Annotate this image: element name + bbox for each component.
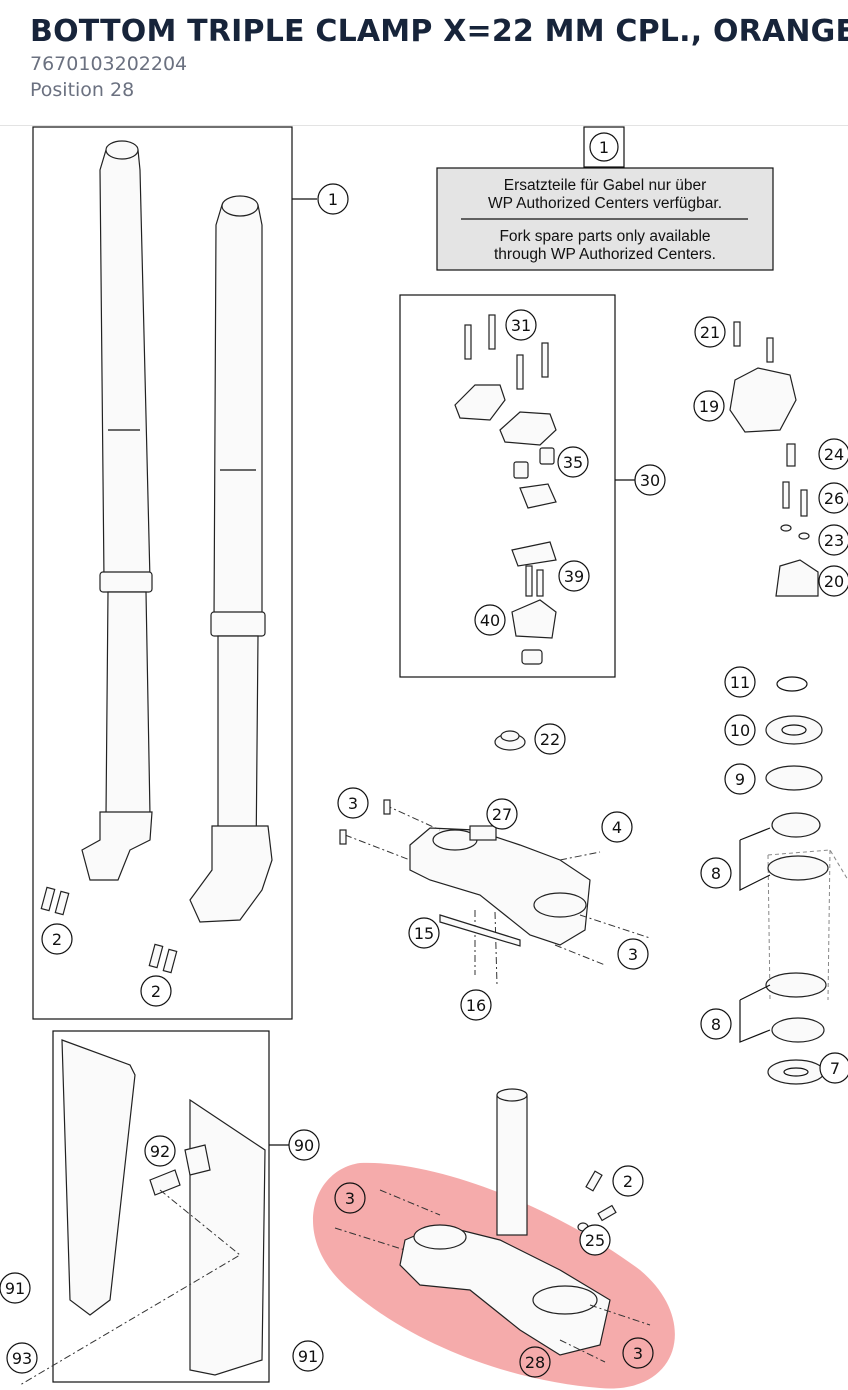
callout-24[interactable]: 24 [818, 438, 848, 470]
callout-11[interactable]: 11 [724, 666, 756, 698]
callout-21[interactable]: 21 [694, 316, 726, 348]
svg-text:23: 23 [824, 531, 844, 550]
callout-40[interactable]: 40 [474, 604, 506, 636]
svg-text:39: 39 [564, 567, 584, 586]
svg-text:91: 91 [5, 1279, 25, 1298]
callout-15[interactable]: 15 [408, 917, 440, 949]
callout-19[interactable]: 19 [693, 390, 725, 422]
svg-text:15: 15 [414, 924, 434, 943]
svg-text:16: 16 [466, 996, 486, 1015]
note-en-line1: Fork spare parts only available [499, 228, 710, 245]
svg-text:31: 31 [511, 316, 531, 335]
callout-20[interactable]: 20 [818, 565, 848, 597]
callout-note-1[interactable]: 1 [589, 132, 619, 162]
callout-4[interactable]: 4 [601, 811, 633, 843]
svg-text:9: 9 [735, 770, 745, 789]
callout-90[interactable]: 90 [288, 1129, 320, 1161]
position-label: Position 28 [30, 79, 135, 101]
note-de-line1: Ersatzteile für Gabel nur über [504, 177, 706, 194]
svg-text:26: 26 [824, 489, 844, 508]
callout-30[interactable]: 30 [634, 464, 666, 496]
svg-text:1: 1 [599, 138, 609, 157]
callout-92[interactable]: 92 [144, 1135, 176, 1167]
callout-39[interactable]: 39 [558, 560, 590, 592]
steering-parts-group [729, 321, 848, 1085]
callout-2[interactable]: 2 [41, 923, 73, 955]
svg-text:35: 35 [563, 453, 583, 472]
svg-text:10: 10 [730, 721, 750, 740]
callout-91[interactable]: 91 [292, 1340, 324, 1372]
part-number: 7670103202204 [30, 53, 188, 75]
svg-text:92: 92 [150, 1142, 170, 1161]
service-note: Ersatzteile für Gabel nur über WP Author… [436, 126, 774, 271]
svg-text:93: 93 [12, 1349, 32, 1368]
svg-text:27: 27 [492, 805, 512, 824]
page-header: BOTTOM TRIPLE CLAMP X=22 MM CPL., ORANGE… [0, 0, 848, 126]
callout-1[interactable]: 1 [317, 183, 349, 215]
callout-91[interactable]: 91 [0, 1272, 31, 1304]
callout-3[interactable]: 3 [617, 938, 649, 970]
svg-text:91: 91 [298, 1347, 318, 1366]
svg-text:1: 1 [328, 190, 338, 209]
upper-triple-clamp [339, 799, 651, 986]
bottom-triple-clamp[interactable] [334, 1088, 651, 1363]
callout-8[interactable]: 8 [700, 1008, 732, 1040]
callout-22[interactable]: 22 [534, 723, 566, 755]
callout-10[interactable]: 10 [724, 714, 756, 746]
svg-text:8: 8 [711, 1015, 721, 1034]
note-de-line2: WP Authorized Centers verfügbar. [488, 195, 722, 212]
callout-35[interactable]: 35 [557, 446, 589, 478]
svg-text:30: 30 [640, 471, 660, 490]
clamp-kit-group [399, 294, 636, 678]
callout-26[interactable]: 26 [818, 482, 848, 514]
svg-text:3: 3 [345, 1189, 355, 1208]
svg-text:2: 2 [52, 930, 62, 949]
callout-2[interactable]: 2 [140, 975, 172, 1007]
svg-text:22: 22 [540, 730, 560, 749]
callout-8[interactable]: 8 [700, 857, 732, 889]
svg-text:40: 40 [480, 611, 500, 630]
callout-31[interactable]: 31 [505, 309, 537, 341]
svg-text:7: 7 [830, 1059, 840, 1078]
callout-28[interactable]: 28 [519, 1346, 551, 1378]
svg-text:3: 3 [348, 794, 358, 813]
callout-16[interactable]: 16 [460, 989, 492, 1021]
callout-3[interactable]: 3 [334, 1182, 366, 1214]
callout-7[interactable]: 7 [819, 1052, 848, 1084]
svg-text:2: 2 [151, 982, 161, 1001]
svg-text:28: 28 [525, 1353, 545, 1372]
callout-labels: 1 1 2 2 31 35 30 39 40 21 19 24 26 23 20… [0, 132, 848, 1378]
svg-text:3: 3 [633, 1344, 643, 1363]
svg-text:3: 3 [628, 945, 638, 964]
callout-93[interactable]: 93 [6, 1342, 38, 1374]
svg-text:21: 21 [700, 323, 720, 342]
svg-text:11: 11 [730, 673, 750, 692]
svg-text:24: 24 [824, 445, 844, 464]
callout-23[interactable]: 23 [818, 524, 848, 556]
page-title: BOTTOM TRIPLE CLAMP X=22 MM CPL., ORANGE [30, 14, 848, 49]
top-cap [494, 730, 526, 751]
callout-2[interactable]: 2 [612, 1165, 644, 1197]
callout-9[interactable]: 9 [724, 763, 756, 795]
callout-25[interactable]: 25 [579, 1224, 611, 1256]
callout-3[interactable]: 3 [337, 787, 369, 819]
fork-guard-group [19, 1030, 290, 1386]
svg-text:2: 2 [623, 1172, 633, 1191]
svg-text:8: 8 [711, 864, 721, 883]
callout-3[interactable]: 3 [622, 1337, 654, 1369]
fork-assembly-group [32, 126, 317, 1020]
svg-text:90: 90 [294, 1136, 314, 1155]
svg-text:25: 25 [585, 1231, 605, 1250]
svg-text:20: 20 [824, 572, 844, 591]
svg-text:19: 19 [699, 397, 719, 416]
svg-text:4: 4 [612, 818, 622, 837]
note-en-line2: through WP Authorized Centers. [494, 246, 716, 263]
callout-27[interactable]: 27 [486, 798, 518, 830]
